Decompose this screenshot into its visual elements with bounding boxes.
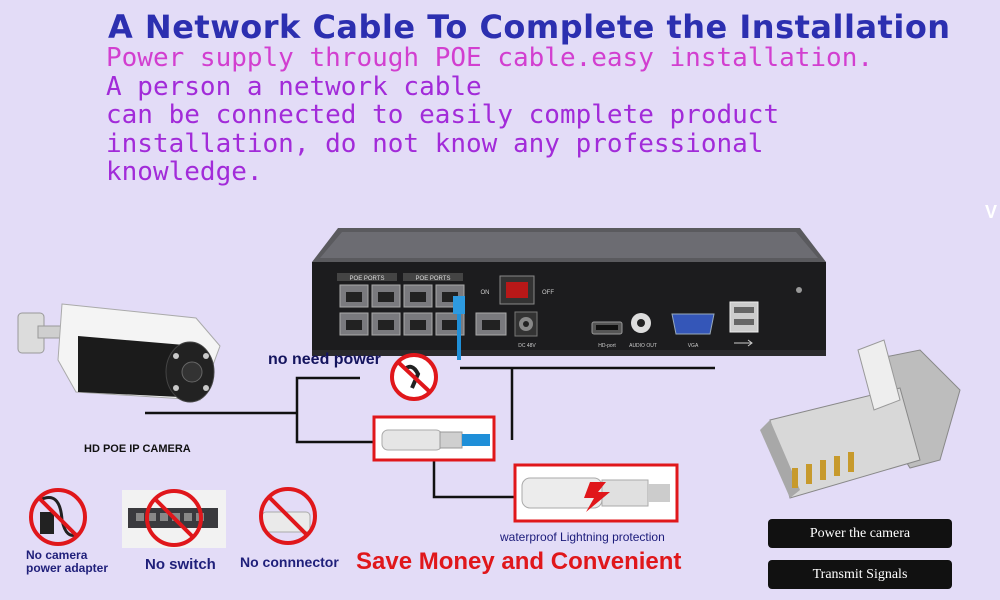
rj45-connector-image bbox=[760, 339, 961, 499]
usb-icon bbox=[734, 339, 753, 347]
no-adapter-label-line: No camera bbox=[26, 548, 88, 562]
poe-ports-label-right: POE PORTS bbox=[416, 276, 451, 282]
camera-label: HD POE IP CAMERA bbox=[84, 443, 191, 455]
dc-label: DC 48V bbox=[518, 343, 536, 349]
edge-letter: V bbox=[985, 202, 998, 222]
no-switch-image bbox=[122, 489, 226, 548]
description-line: can be connected to easily complete prod… bbox=[106, 100, 780, 130]
save-money-label: Save Money and Convenient bbox=[356, 548, 682, 575]
no-switch-label: No switch bbox=[145, 556, 216, 573]
no-adapter-image bbox=[29, 488, 87, 546]
no-connector-label: No connnector bbox=[240, 554, 339, 570]
description-line: installation, do not know any profession… bbox=[106, 128, 764, 159]
connector-image-1 bbox=[381, 429, 490, 451]
switch-off-label: OFF bbox=[542, 290, 554, 296]
poe-ports-label-left: POE PORTS bbox=[350, 276, 385, 282]
nvr-device: POE PORTS POE PORTS DC 48V ON OFF bbox=[312, 228, 826, 356]
no-connector-image bbox=[259, 487, 317, 545]
vga-label: VGA bbox=[688, 343, 699, 349]
camera-image bbox=[17, 303, 221, 403]
prohibited-icon bbox=[390, 353, 438, 401]
audio-label: AUDIO OUT bbox=[629, 343, 657, 349]
description-line: Power supply through POE cable.easy inst… bbox=[106, 43, 874, 73]
hdmi-label: HD-port bbox=[598, 343, 616, 349]
transmit-signals-badge: Transmit Signals bbox=[768, 560, 952, 589]
no-need-power-label: no need power bbox=[268, 351, 381, 368]
power-camera-badge: Power the camera bbox=[768, 519, 952, 548]
waterproof-label: waterproof Lightning protection bbox=[500, 530, 665, 544]
waterproof-connector-image bbox=[521, 477, 670, 512]
page-title: A Network Cable To Complete the Installa… bbox=[108, 8, 951, 46]
description-line: knowledge. bbox=[106, 157, 263, 187]
description: Power supply through POE cable.easy inst… bbox=[106, 44, 873, 187]
no-adapter-label: No camera power adapter bbox=[26, 549, 108, 575]
description-line: A person a network cable bbox=[106, 71, 482, 102]
network-cables bbox=[145, 366, 715, 499]
switch-on-label: ON bbox=[481, 290, 490, 296]
no-adapter-label-line: power adapter bbox=[26, 561, 109, 575]
